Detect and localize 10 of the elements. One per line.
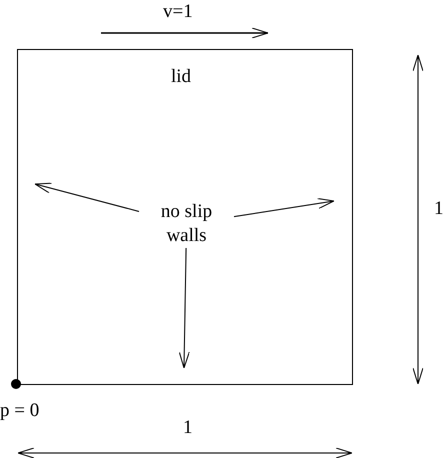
cavity-box: [17, 49, 353, 385]
pressure-label: p = 0: [0, 399, 40, 423]
leader-arrow: [234, 198, 334, 218]
dimension-label: 1: [434, 197, 444, 221]
leader-arrow: [178, 248, 190, 368]
leader-arrow: [34, 182, 140, 212]
lid-label: lid: [170, 65, 192, 89]
velocity-label: v=1: [163, 0, 193, 24]
dimension-label: 1: [183, 416, 192, 440]
wall-label: no slip walls: [160, 200, 214, 248]
